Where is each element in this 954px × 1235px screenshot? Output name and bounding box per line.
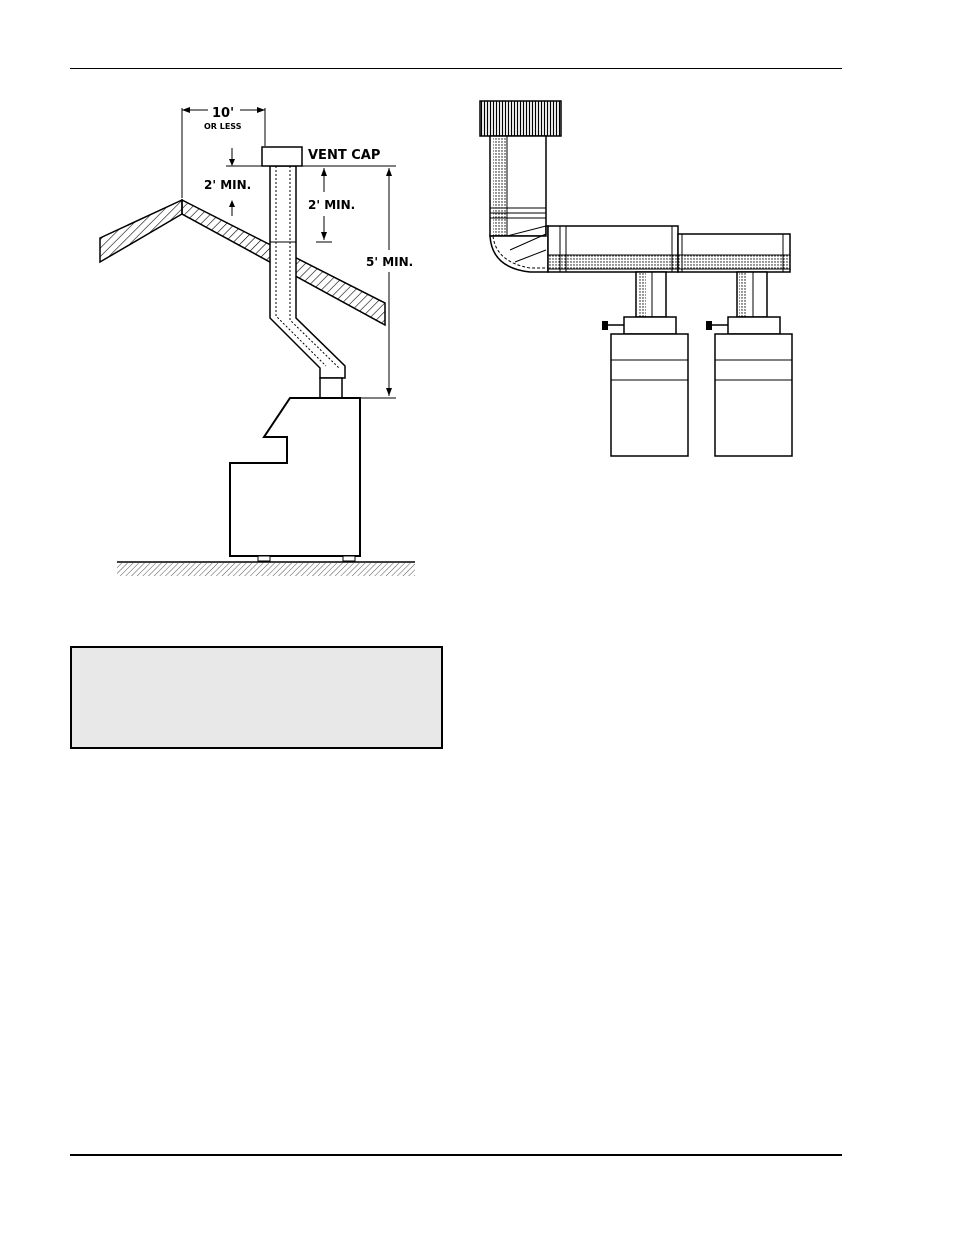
appliance-1 [611,334,688,456]
vent-cap [262,147,302,166]
label-vent-cap: VENT CAP [308,148,380,163]
appliance-2 [715,334,792,456]
draft-hood-1 [624,317,676,334]
label-cap-above: 2' MIN. [308,198,355,212]
damper-handle-1 [602,321,608,330]
footer-rule [70,1154,842,1156]
appliance-leg [258,556,270,561]
roof-left-slope [100,200,182,262]
label-cap-height: 5' MIN. [366,255,413,269]
draft-hood [320,378,342,398]
label-horizontal-note: OR LESS [204,122,242,131]
pipe-insulation [493,136,507,236]
label-cap-to-roof: 2' MIN. [204,178,251,192]
roof-vent-diagram: 10' OR LESS 2' MIN. VENT CAP 2' MIN. 5' … [95,98,425,588]
appliance-leg [343,556,355,561]
note-box [70,646,443,749]
label-horizontal-distance: 10' [212,106,234,121]
floor-hatch [117,563,415,576]
common-vent-diagram [470,95,810,465]
draft-hood-2 [728,317,780,334]
appliance-body [230,398,360,556]
damper-handle-2 [706,321,712,330]
header-rule [70,68,842,69]
vent-cap [480,101,561,136]
